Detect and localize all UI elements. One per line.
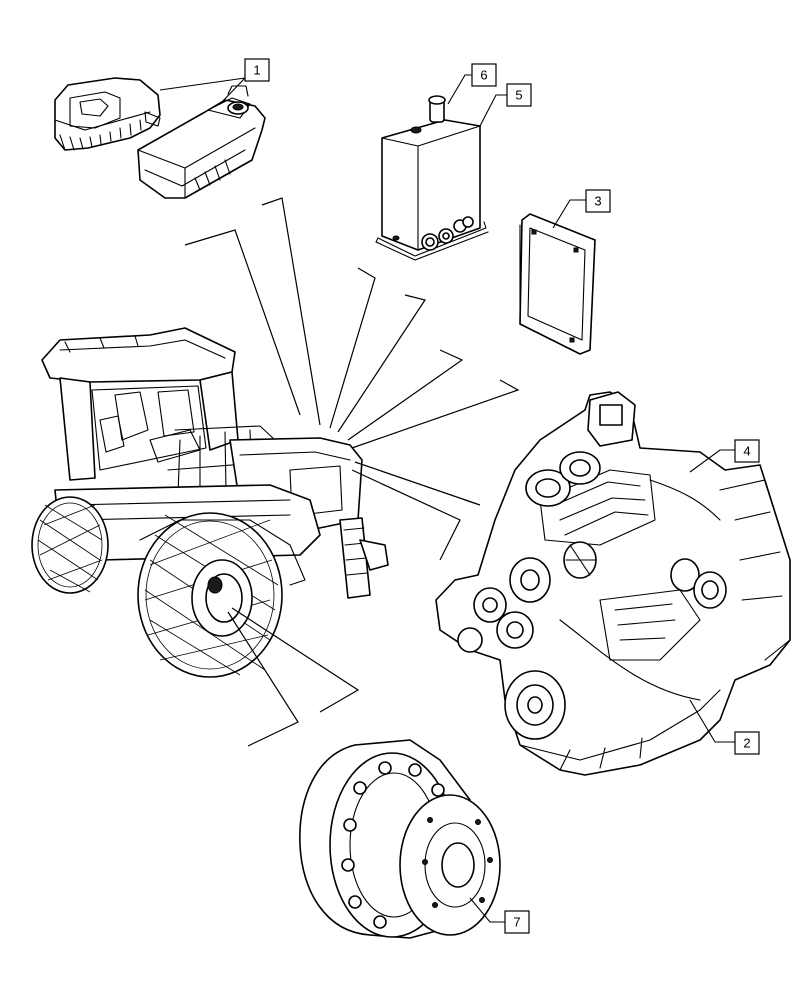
windrower-machine-illustration [31, 327, 389, 678]
callout-1: 1 [159, 58, 270, 105]
hydraulic-reservoir-illustration [375, 95, 489, 261]
callout-4: 4 [689, 439, 760, 473]
callout-3-label: 3 [594, 194, 601, 209]
callout-5: 5 [479, 83, 532, 127]
callout-2: 2 [689, 699, 760, 755]
reference-rays [184, 197, 520, 747]
callout-4-label: 4 [743, 444, 750, 459]
callout-3: 3 [552, 189, 611, 229]
callout-1-label: 1 [253, 63, 260, 78]
wheel-hub-illustration [299, 739, 501, 939]
radiator-illustration [519, 213, 596, 355]
callout-6-label: 6 [480, 68, 487, 83]
callout-7-label: 7 [513, 915, 520, 930]
engine-illustration [435, 391, 791, 776]
callout-2-label: 2 [743, 736, 750, 751]
fuel-tanks-illustration [54, 77, 266, 199]
callout-7: 7 [469, 897, 530, 934]
callout-5-label: 5 [515, 88, 522, 103]
callout-6: 6 [447, 63, 497, 105]
